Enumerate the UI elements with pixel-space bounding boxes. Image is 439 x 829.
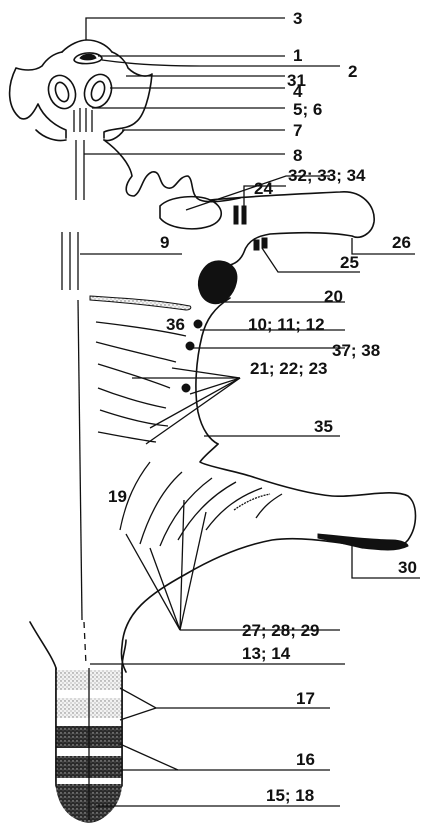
leader-21-a [172, 368, 240, 378]
label-30: 30 [398, 558, 417, 577]
dark-mass-20 [198, 261, 236, 304]
label-5-6: 5; 6 [293, 100, 322, 119]
strand-4 [178, 482, 236, 540]
label-35: 35 [314, 417, 333, 436]
leader-2 [102, 60, 340, 66]
head-outline [10, 52, 152, 138]
structure-24a [234, 206, 238, 224]
label-32-33-34: 32; 33; 34 [288, 166, 366, 185]
label-36: 36 [166, 315, 185, 334]
leader-3 [86, 18, 285, 40]
label-26: 26 [392, 233, 411, 252]
leader-lines [80, 18, 420, 806]
fibre-3 [98, 364, 170, 388]
terminal-sac [30, 622, 126, 822]
label-8: 8 [293, 146, 302, 165]
label-1: 1 [293, 46, 302, 65]
apical-organ-core [80, 54, 96, 60]
label-21-22-23: 21; 22; 23 [250, 359, 328, 378]
structure-25b [262, 238, 267, 248]
leader-21-d [146, 378, 240, 444]
labels: 3 1 2 31 4 5; 6 7 8 32; 33; 34 24 9 26 2… [108, 9, 417, 805]
sucker-left-inner [53, 81, 71, 104]
fibre-6 [98, 432, 156, 442]
label-10-11-12: 10; 11; 12 [248, 315, 325, 334]
sucker-right-inner [89, 80, 107, 103]
label-27-28-29: 27; 28; 29 [242, 621, 320, 640]
label-37-38: 37; 38 [332, 341, 380, 360]
duct-region [104, 140, 240, 229]
label-25: 25 [340, 253, 359, 272]
dot-37 [186, 342, 194, 350]
wavy-duct [104, 140, 240, 202]
strand-5 [206, 488, 262, 530]
label-13-14: 13; 14 [242, 644, 291, 663]
head-crown [62, 40, 112, 52]
leader-27-b [150, 548, 180, 630]
head-region [10, 40, 152, 141]
leader-17-b [120, 708, 156, 720]
strobila-dashed [84, 622, 86, 665]
structure-25a [254, 240, 259, 250]
label-20: 20 [324, 287, 343, 306]
fibre-4 [98, 388, 166, 408]
lateral-bulge-left [36, 130, 66, 141]
strand-2 [140, 472, 182, 544]
label-9: 9 [160, 233, 169, 252]
structure-24b [242, 206, 246, 224]
label-4: 4 [293, 82, 303, 101]
label-15-18: 15; 18 [266, 786, 314, 805]
label-16: 16 [296, 750, 315, 769]
transverse-band [90, 296, 191, 310]
dot-21 [182, 384, 190, 392]
dot-36 [194, 320, 202, 328]
body-right-edge [196, 298, 230, 444]
nerve-lines [74, 108, 92, 132]
sucker-left [44, 72, 80, 113]
label-2: 2 [348, 62, 357, 81]
leader-27-c [180, 500, 184, 630]
label-7: 7 [293, 121, 302, 140]
label-19: 19 [108, 487, 127, 506]
fibre-2 [96, 342, 176, 362]
label-17: 17 [296, 689, 315, 708]
label-3: 3 [293, 9, 302, 28]
strand-6 [256, 494, 282, 518]
body-axis [62, 140, 86, 665]
sucker-right [80, 71, 116, 112]
strobila-left-edge [78, 300, 82, 620]
label-24: 24 [254, 179, 273, 198]
